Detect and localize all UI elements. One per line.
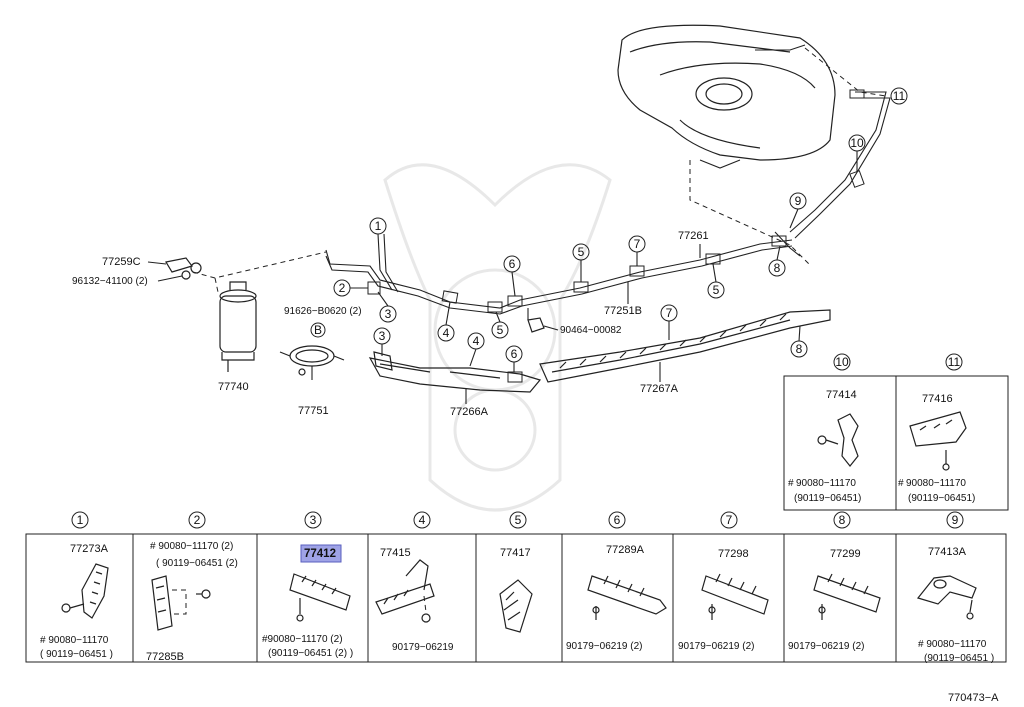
- box5-part[interactable]: 77417: [500, 547, 531, 559]
- box8-part[interactable]: 77299: [830, 548, 861, 560]
- box4-num: 4: [419, 513, 426, 527]
- callout-4a: 4: [443, 326, 450, 340]
- box8-num: 8: [839, 513, 846, 527]
- box5-num: 5: [515, 513, 522, 527]
- callout-1: 1: [375, 219, 382, 233]
- box11-num: 11: [948, 355, 961, 369]
- label-91626[interactable]: 91626−B0620 (2): [284, 306, 362, 317]
- box10-part[interactable]: 77414: [826, 389, 857, 401]
- detail-box-10: 10 77414 # 90080−11170 (90119−06451): [783, 353, 897, 511]
- callout-8b: 8: [796, 342, 803, 356]
- top-labels: 77259C 96132−41100 (2) 91626−B0620 (2) 7…: [72, 230, 709, 418]
- detail-box-6: 6 77289A 90179−06219 (2): [566, 511, 667, 652]
- box6-num: 6: [614, 513, 621, 527]
- callout-6a: 6: [509, 257, 516, 271]
- box7-part[interactable]: 77298: [718, 548, 749, 560]
- box2-note2[interactable]: ( 90119−06451 (2): [156, 558, 238, 569]
- label-77251b[interactable]: 77251B: [604, 305, 642, 317]
- box9-note1[interactable]: # 90080−11170: [918, 639, 987, 650]
- box9-part[interactable]: 77413A: [928, 546, 967, 558]
- box3-num: 3: [310, 513, 317, 527]
- box11-bolt[interactable]: 90080−11170: [906, 478, 966, 489]
- box10-alt[interactable]: (90119−06451): [794, 493, 861, 504]
- box3-note2[interactable]: (90119−06451 (2) ): [268, 648, 353, 659]
- box1-note2[interactable]: ( 90119−06451 ): [40, 649, 113, 660]
- box10-bolt[interactable]: 90080−11170: [796, 478, 856, 489]
- detail-box-9: 9 77413A # 90080−11170 (90119−06451 ): [916, 511, 994, 664]
- ref-b: B: [314, 323, 322, 337]
- callout-4b: 4: [473, 334, 480, 348]
- callout-3b: 3: [379, 329, 386, 343]
- box4-note1[interactable]: 90179−06219: [392, 642, 454, 653]
- part-90464-clamp: [527, 308, 545, 333]
- box6-part[interactable]: 77289A: [606, 544, 645, 556]
- detail-box-1: 1 77273A # 90080−11170 ( 90119−06451 ): [40, 511, 113, 660]
- box10-hash: #: [788, 478, 794, 489]
- top-callouts: 1 2 3 4 5 6 5 7 5 8: [310, 87, 908, 372]
- label-77267a[interactable]: 77267A: [640, 383, 679, 395]
- label-96132[interactable]: 96132−41100 (2): [72, 276, 148, 287]
- label-77266a[interactable]: 77266A: [450, 406, 489, 418]
- box9-num: 9: [952, 513, 959, 527]
- fuel-lines: [325, 231, 801, 315]
- label-77740[interactable]: 77740: [218, 381, 249, 393]
- part-77259c-connector: [165, 257, 202, 280]
- callout-3a: 3: [385, 307, 392, 321]
- box3-note1[interactable]: #90080−11170 (2): [262, 634, 343, 645]
- box7-note1[interactable]: 90179−06219 (2): [678, 641, 754, 652]
- callout-5a: 5: [497, 323, 504, 337]
- highlight-77412: [300, 544, 342, 563]
- detail-box-2: 2 # 90080−11170 (2) ( 90119−06451 (2) 77…: [146, 511, 238, 663]
- callout-6b: 6: [511, 347, 518, 361]
- label-77261[interactable]: 77261: [678, 230, 709, 242]
- detail-box-5: 5 77417: [499, 511, 533, 633]
- callout-5c: 5: [713, 283, 720, 297]
- callout-2: 2: [339, 281, 346, 295]
- bottom-boxes: [25, 533, 1007, 663]
- box11-part[interactable]: 77416: [922, 393, 953, 405]
- box2-part[interactable]: 77285B: [146, 651, 184, 663]
- part-77740-filter: [219, 281, 257, 372]
- fuel-tank: [617, 24, 836, 169]
- callout-9a: 9: [795, 194, 802, 208]
- callout-10a: 10: [850, 136, 864, 150]
- figure-code: 770473−A: [948, 692, 999, 704]
- box8-note1[interactable]: 90179−06219 (2): [788, 641, 864, 652]
- label-77259c[interactable]: 77259C: [102, 256, 141, 268]
- part-77267a-protector: [539, 309, 831, 383]
- callout-7b: 7: [666, 306, 673, 320]
- box11-hash: #: [898, 478, 904, 489]
- box1-note1[interactable]: # 90080−11170: [40, 635, 109, 646]
- callout-8a: 8: [774, 261, 781, 275]
- callout-7a: 7: [634, 237, 641, 251]
- box11-alt[interactable]: (90119−06451): [908, 493, 975, 504]
- callout-5b: 5: [578, 245, 585, 259]
- detail-box-3: 3 77412 #90080−11170 (2) (90119−06451 (2…: [262, 511, 353, 659]
- part-77751-band: [279, 345, 345, 380]
- box1-num: 1: [77, 513, 84, 527]
- detail-box-7: 7 77298 90179−06219 (2): [678, 511, 769, 652]
- box10-num: 10: [835, 355, 849, 369]
- box9-note2[interactable]: (90119−06451 ): [924, 653, 994, 664]
- detail-box-11: 11 77416 # 90080−11170 (90119−06451): [895, 353, 1009, 511]
- box2-num: 2: [194, 513, 201, 527]
- label-90464[interactable]: 90464−00082: [560, 325, 622, 336]
- box3-part[interactable]: 77412: [304, 548, 336, 560]
- box1-part[interactable]: 77273A: [70, 543, 109, 555]
- box4-part[interactable]: 77415: [380, 547, 411, 559]
- box2-note1[interactable]: # 90080−11170 (2): [150, 541, 233, 552]
- part-77266a-protector: [368, 351, 542, 393]
- box7-num: 7: [726, 513, 733, 527]
- box6-note1[interactable]: 90179−06219 (2): [566, 641, 642, 652]
- detail-box-4: 4 77415 90179−06219: [375, 511, 454, 653]
- callout-11a: 11: [893, 89, 906, 103]
- detail-box-8: 8 77299 90179−06219 (2): [788, 511, 881, 652]
- label-77751[interactable]: 77751: [298, 405, 329, 417]
